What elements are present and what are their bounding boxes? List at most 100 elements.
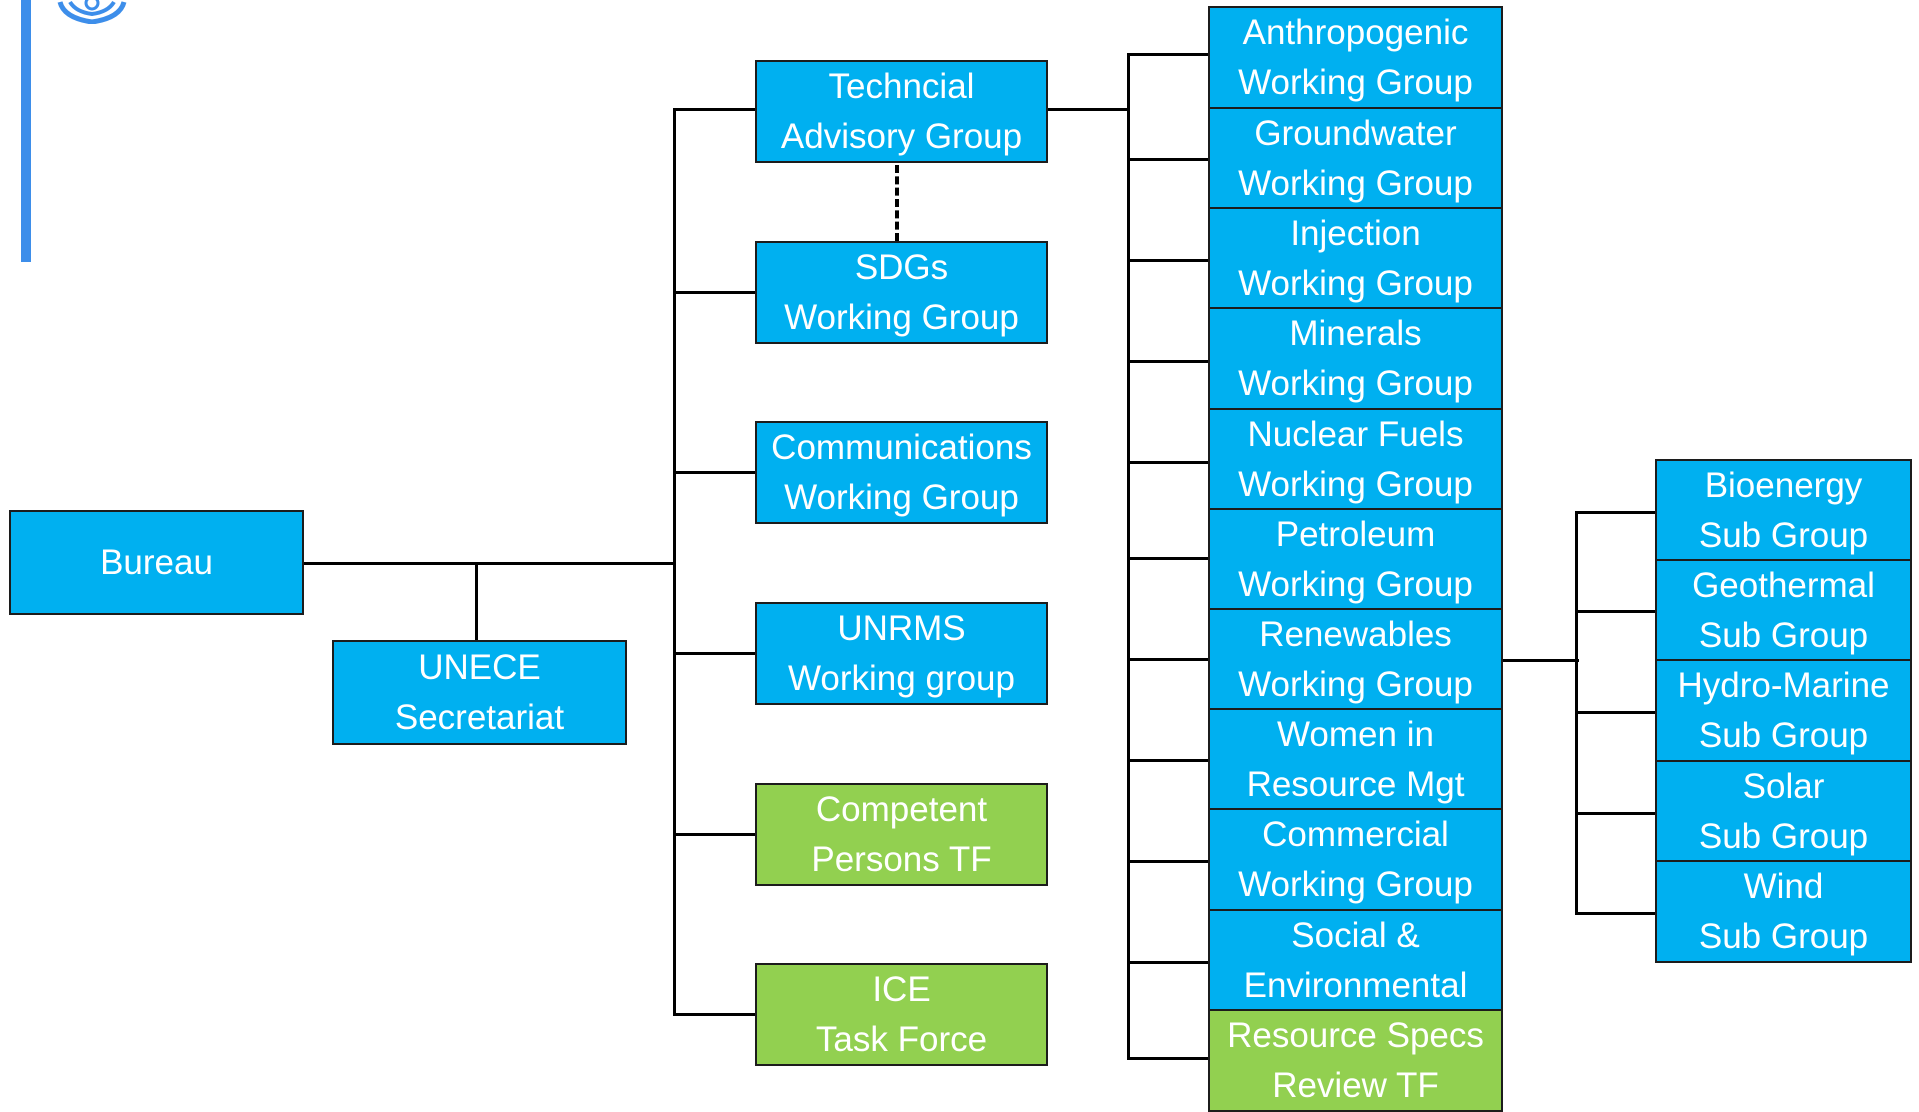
- connector: [1575, 812, 1657, 815]
- node-label-line: Working Group: [784, 297, 1019, 337]
- node-label-line: Competent: [815, 789, 988, 829]
- connector: [1127, 158, 1209, 161]
- connector: [673, 833, 755, 836]
- connector: [1127, 557, 1209, 560]
- node-label-line: Geothermal: [1692, 565, 1875, 605]
- connector: [1575, 912, 1657, 915]
- node-label-line: Social &: [1291, 915, 1420, 955]
- node-label-line: Nuclear Fuels: [1247, 414, 1464, 454]
- node-injection-working-group[interactable]: Injection Working Group: [1208, 207, 1503, 310]
- node-label-line: Working Group: [1238, 564, 1473, 604]
- node-label-line: Sub Group: [1698, 816, 1869, 856]
- node-commercial-working-group[interactable]: Commercial Working Group: [1208, 808, 1503, 911]
- node-label-line: Commercial: [1262, 814, 1449, 854]
- node-label-line: Sub Group: [1698, 916, 1869, 956]
- node-label-line: UNRMS: [837, 608, 966, 648]
- node-label-line: Resource Specs: [1227, 1015, 1484, 1055]
- accent-bar: [21, 0, 31, 262]
- node-label-line: Hydro-Marine: [1677, 665, 1890, 705]
- node-sdgs-working-group[interactable]: SDGs Working Group: [755, 241, 1048, 344]
- node-women-in-resource-mgt[interactable]: Women in Resource Mgt: [1208, 708, 1503, 811]
- node-label-line: Groundwater: [1254, 113, 1457, 153]
- connector: [1127, 1057, 1209, 1060]
- connector: [1575, 711, 1657, 714]
- node-label-line: Sub Group: [1698, 515, 1869, 555]
- node-label-line: Task Force: [815, 1019, 988, 1059]
- connector: [1127, 53, 1209, 56]
- node-label-line: Environmental: [1243, 965, 1468, 1005]
- node-label-line: Working Group: [1238, 664, 1473, 704]
- node-label-line: Working Group: [1238, 62, 1473, 102]
- node-label-line: Sub Group: [1698, 615, 1869, 655]
- node-label-line: Working Group: [784, 477, 1019, 517]
- node-label-line: Working Group: [1238, 464, 1473, 504]
- connector: [1127, 259, 1209, 262]
- connector: [1127, 53, 1130, 1059]
- node-renewables-working-group[interactable]: Renewables Working Group: [1208, 608, 1503, 711]
- node-label-line: Working Group: [1238, 163, 1473, 203]
- node-social-environmental[interactable]: Social & Environmental: [1208, 909, 1503, 1012]
- dashed-connector: [895, 165, 899, 241]
- node-unrms-working-group[interactable]: UNRMS Working group: [755, 602, 1048, 705]
- node-label-line: ICE: [872, 969, 931, 1009]
- connector: [673, 108, 676, 1016]
- node-label-line: Communications: [771, 427, 1032, 467]
- node-label-line: Working Group: [1238, 864, 1473, 904]
- node-geothermal-sub-group[interactable]: Geothermal Sub Group: [1655, 559, 1912, 662]
- node-bioenergy-sub-group[interactable]: Bioenergy Sub Group: [1655, 459, 1912, 562]
- node-label-line: Injection: [1290, 213, 1421, 253]
- node-competent-persons-tf[interactable]: Competent Persons TF: [755, 783, 1048, 886]
- node-wind-sub-group[interactable]: Wind Sub Group: [1655, 860, 1912, 963]
- connector: [475, 562, 478, 642]
- connector: [1127, 860, 1209, 863]
- connector: [1501, 659, 1579, 662]
- connector: [1127, 658, 1209, 661]
- connector: [1127, 961, 1209, 964]
- node-label-line: Persons TF: [811, 839, 992, 879]
- node-label-line: Resource Mgt: [1246, 764, 1465, 804]
- node-anthropogenic-working-group[interactable]: Anthropogenic Working Group: [1208, 6, 1503, 109]
- node-technical-advisory-group[interactable]: Techncial Advisory Group: [755, 60, 1048, 163]
- node-label-line: Bioenergy: [1704, 465, 1863, 505]
- connector: [1575, 511, 1657, 514]
- node-ice-task-force[interactable]: ICE Task Force: [755, 963, 1048, 1066]
- connector: [673, 1013, 755, 1016]
- connector: [302, 562, 675, 565]
- node-label-line: Anthropogenic: [1242, 12, 1469, 52]
- node-label-line: Working Group: [1238, 263, 1473, 303]
- connector: [1127, 360, 1209, 363]
- connector: [673, 108, 755, 111]
- node-label-line: Secretariat: [394, 697, 565, 737]
- node-label-line: Women in: [1277, 714, 1434, 754]
- node-label-line: Sub Group: [1698, 715, 1869, 755]
- connector: [1045, 108, 1129, 111]
- node-bureau[interactable]: Bureau: [9, 510, 304, 615]
- node-unece-secretariat[interactable]: UNECE Secretariat: [332, 640, 627, 745]
- node-minerals-working-group[interactable]: Minerals Working Group: [1208, 307, 1503, 410]
- node-label-line: Petroleum: [1275, 514, 1436, 554]
- connector: [673, 291, 755, 294]
- node-label-line: Bureau: [100, 542, 213, 582]
- connector: [1127, 461, 1209, 464]
- connector: [1127, 759, 1209, 762]
- node-label-line: Advisory Group: [780, 116, 1023, 156]
- node-groundwater-working-group[interactable]: Groundwater Working Group: [1208, 107, 1503, 210]
- node-label-line: Review TF: [1272, 1065, 1439, 1105]
- node-label-line: Working Group: [1238, 363, 1473, 403]
- node-petroleum-working-group[interactable]: Petroleum Working Group: [1208, 508, 1503, 611]
- node-hydro-marine-sub-group[interactable]: Hydro-Marine Sub Group: [1655, 659, 1912, 762]
- node-label-line: Minerals: [1289, 313, 1422, 353]
- node-resource-specs-review-tf[interactable]: Resource Specs Review TF: [1208, 1009, 1503, 1112]
- connector: [673, 652, 755, 655]
- node-label-line: UNECE: [418, 647, 541, 687]
- node-label-line: Renewables: [1259, 614, 1452, 654]
- connector: [1575, 610, 1657, 613]
- node-label-line: Working group: [788, 658, 1015, 698]
- node-label-line: Wind: [1743, 866, 1824, 906]
- node-solar-sub-group[interactable]: Solar Sub Group: [1655, 760, 1912, 863]
- node-label-line: SDGs: [854, 247, 949, 287]
- node-label-line: Techncial: [828, 66, 975, 106]
- node-nuclear-fuels-working-group[interactable]: Nuclear Fuels Working Group: [1208, 408, 1503, 511]
- connector: [673, 471, 755, 474]
- node-communications-working-group[interactable]: Communications Working Group: [755, 421, 1048, 524]
